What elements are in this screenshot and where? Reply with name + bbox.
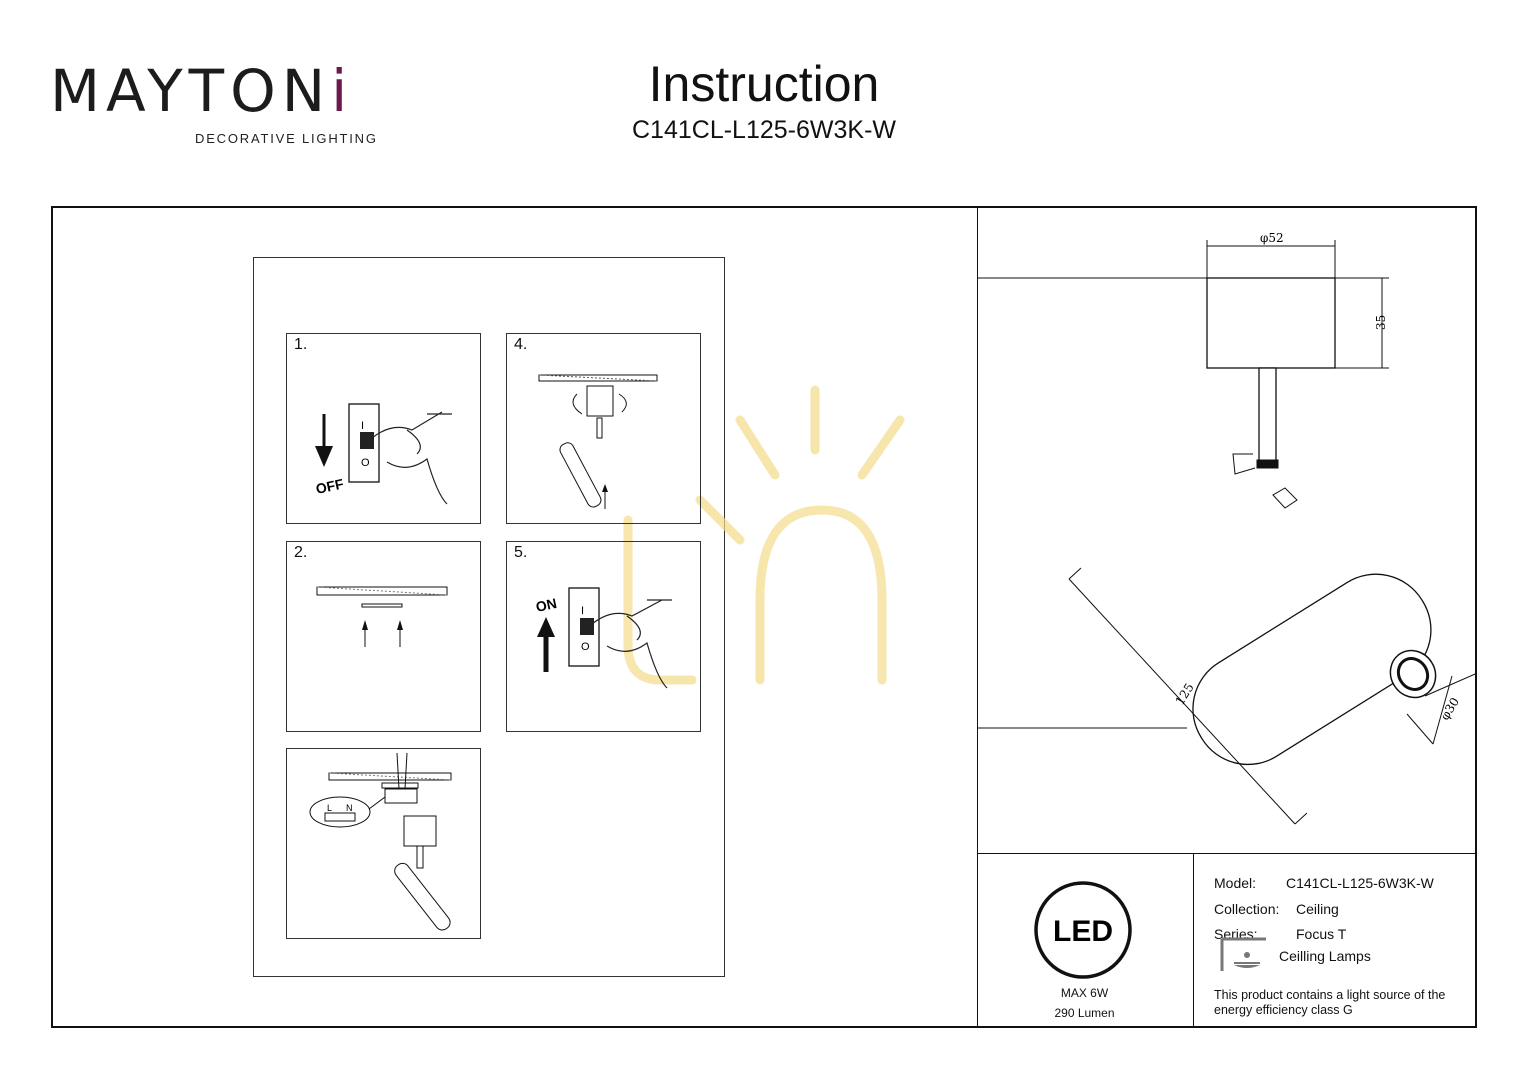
step-wiring-panel: L N xyxy=(286,748,481,939)
series-value: Focus T xyxy=(1296,926,1347,942)
switch-on-illustration: ON I O xyxy=(534,587,672,689)
step-2-panel: 2. xyxy=(286,541,481,732)
installation-steps-panel xyxy=(253,257,725,977)
ceiling-drill-illustration xyxy=(316,586,448,647)
ceiling-lamp-icon xyxy=(1220,937,1266,971)
page-title: Instruction xyxy=(648,56,880,112)
collection-label: Collection: xyxy=(1214,901,1280,917)
watermark-icon xyxy=(623,385,905,685)
step-2-label: 2. xyxy=(294,544,308,561)
switch-on-text: ON xyxy=(534,595,558,615)
led-lumen: 290 Lumen xyxy=(1054,1006,1115,1020)
model-subtitle-block: C141CL-L125-6W3K-W xyxy=(0,116,1528,145)
step-4-label: 4. xyxy=(514,336,528,353)
model-label: Model: xyxy=(1214,875,1257,891)
switch-on-mark-2: I xyxy=(581,605,584,617)
collection-value: Ceiling xyxy=(1296,901,1339,917)
info-table-divider xyxy=(1193,853,1194,1028)
dim-body-diameter: φ30 xyxy=(1438,695,1462,722)
wiring-illustration: L N xyxy=(309,752,452,931)
frame-divider xyxy=(977,206,978,1028)
ceiling-base xyxy=(1206,277,1336,369)
led-badge-text: LED xyxy=(1053,915,1113,948)
brand-tagline: DECORATIVE LIGHTING xyxy=(195,131,378,146)
wire-l-label: L xyxy=(327,803,332,813)
step-1-label: 1. xyxy=(294,336,308,353)
mount-fixture-illustration xyxy=(538,374,658,509)
dimension-drawing: φ52 35 166 125 φ30 xyxy=(977,231,1477,825)
lamp-type-value: Ceilling Lamps xyxy=(1279,948,1371,964)
energy-note: This product contains a light source of … xyxy=(1214,988,1446,1017)
step-5-panel: 5. ON I O xyxy=(506,541,701,732)
stem xyxy=(1258,367,1277,465)
model-value: C141CL-L125-6W3K-W xyxy=(1286,875,1434,891)
step-5-label: 5. xyxy=(514,544,528,561)
step-1-panel: 1. OFF I O xyxy=(286,333,481,524)
wire-n-label: N xyxy=(346,803,353,813)
switch-off-mark-2: O xyxy=(581,641,590,653)
dim-base-diameter: φ52 xyxy=(1260,231,1284,245)
switch-on-mark: I xyxy=(361,420,364,432)
lamp-body xyxy=(1192,573,1432,766)
step-4-panel: 4. xyxy=(506,333,701,524)
brand-name-accent: i xyxy=(331,57,354,125)
info-table-top-border xyxy=(977,853,1477,854)
led-power: MAX 6W xyxy=(1060,986,1109,1000)
page-title-block: Instruction xyxy=(0,55,1528,113)
switch-off-illustration: OFF I O xyxy=(314,403,452,505)
model-subtitle: C141CL-L125-6W3K-W xyxy=(632,116,896,144)
drawing-frame xyxy=(51,206,1477,1028)
led-badge: LED xyxy=(1034,881,1132,979)
brand-name: MAYTON xyxy=(50,57,332,125)
switch-off-text: OFF xyxy=(314,475,345,497)
switch-off-mark: O xyxy=(361,457,370,469)
brand-logo: MAYTONi xyxy=(50,62,353,120)
dim-base-height: 35 xyxy=(1374,315,1388,330)
